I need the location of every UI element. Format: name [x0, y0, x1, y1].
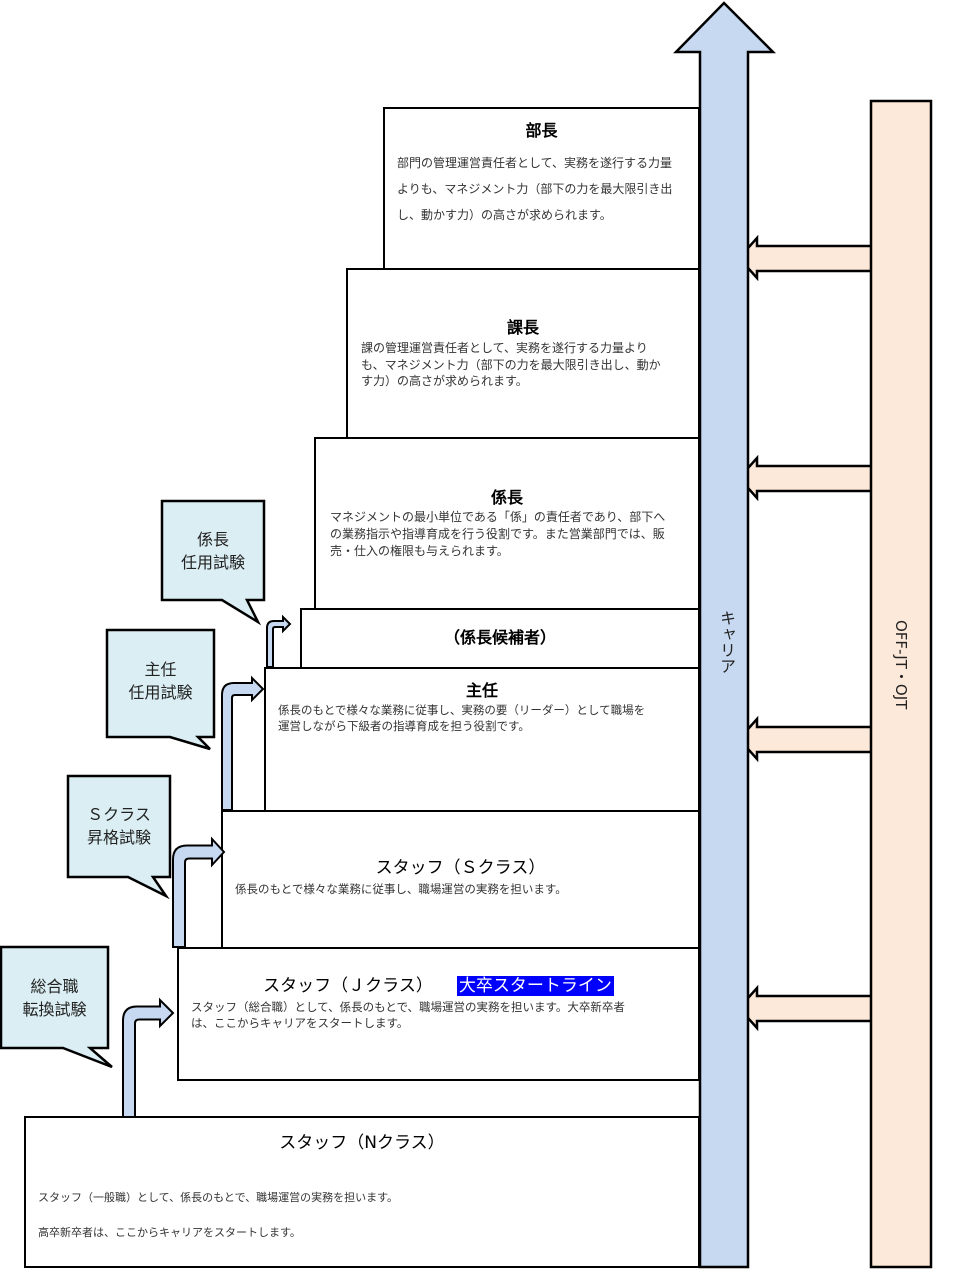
level-title: スタッフ（Nクラス） — [279, 1133, 445, 1153]
callout-sogoshoku-exam-text: 総合職 転換試験 — [22, 977, 87, 1019]
career-arrow — [673, 1, 777, 1269]
level-title: 部長 — [525, 121, 558, 140]
level-kakaricho-candidate: （係長候補者） — [300, 608, 700, 669]
level-title-text: スタッフ（Ｊクラス） — [263, 976, 433, 996]
level-title: 課長 — [506, 318, 539, 337]
level-title: スタッフ（Ｓクラス） — [375, 858, 546, 878]
level-description: 係長のもとで様々な業務に従事し、職場運営の実務を担います。 — [235, 882, 567, 896]
promotion-arrow-s-class — [172, 836, 226, 948]
callout-s-class-exam — [66, 774, 172, 900]
callout-shunin-exam-text: 主任 任用試験 — [128, 660, 193, 702]
callout-sogoshoku-exam — [0, 945, 113, 1069]
level-description: スタッフ（一般職）として、係長のもとで、職場運営の実務を担います。 高卒新卒者は… — [38, 1191, 399, 1239]
level-kakaricho: 係長 マネジメントの最小単位である「係」の責任者であり、部下へ の業務指示や指導… — [314, 437, 700, 610]
start-line-highlight: 大卒スタートライン — [456, 976, 614, 996]
level-description: 部門の管理運営責任者として、実務を遂行する力量 よりも、マネジメント力（部下の力… — [397, 156, 673, 222]
level-title: 主任 — [465, 681, 498, 700]
level-bucho: 部長 部門の管理運営責任者として、実務を遂行する力量 よりも、マネジメント力（部… — [383, 107, 700, 270]
promotion-arrow-sogoshoku — [122, 997, 175, 1118]
promotion-arrow-shunin — [221, 675, 265, 811]
level-shunin: 主任 係長のもとで様々な業務に従事し、実務の要（リーダー）として職場を 運営しな… — [264, 667, 700, 812]
callout-shunin-exam — [105, 628, 216, 751]
level-description: マネジメントの最小単位である「係」の責任者であり、部下へ の業務指示や指導育成を… — [330, 510, 666, 558]
callout-kakaricho-exam — [160, 499, 266, 626]
level-kacho: 課長 課の管理運営責任者として、実務を遂行する力量より も、マネジメント力（部下… — [346, 268, 700, 439]
offjt-label: OFF-JT・OJT — [892, 620, 910, 710]
level-staff-n: スタッフ（Nクラス） スタッフ（一般職）として、係長のもとで、職場運営の実務を担… — [24, 1116, 700, 1268]
promotion-arrow-kakaricho — [266, 614, 292, 668]
level-title: （係長候補者） — [443, 628, 556, 647]
level-description: 係長のもとで様々な業務に従事し、実務の要（リーダー）として職場を 運営しながら下… — [278, 703, 646, 733]
training-arrow — [737, 234, 874, 282]
level-title: 係長 — [490, 488, 523, 507]
level-title: スタッフ（Ｊクラス） 大卒スタートライン — [179, 976, 698, 996]
level-staff-j: スタッフ（Ｊクラス） 大卒スタートライン スタッフ（総合職）として、係長のもとで、… — [177, 947, 700, 1081]
offjt-bar — [869, 99, 933, 1269]
level-description: 課の管理運営責任者として、実務を遂行する力量より も、マネジメント力（部下の力を… — [361, 341, 661, 388]
level-description: スタッフ（総合職）として、係長のもとで、職場運営の実務を担います。大卒新卒者 は… — [191, 1000, 625, 1030]
training-arrow — [737, 984, 874, 1032]
training-arrow — [737, 715, 874, 763]
training-arrow — [737, 454, 874, 502]
career-label: キャリア — [717, 610, 736, 674]
callout-kakaricho-exam-text: 係長 任用試験 — [180, 530, 245, 572]
callout-s-class-exam-text: Ｓクラス 昇格試験 — [86, 805, 151, 847]
